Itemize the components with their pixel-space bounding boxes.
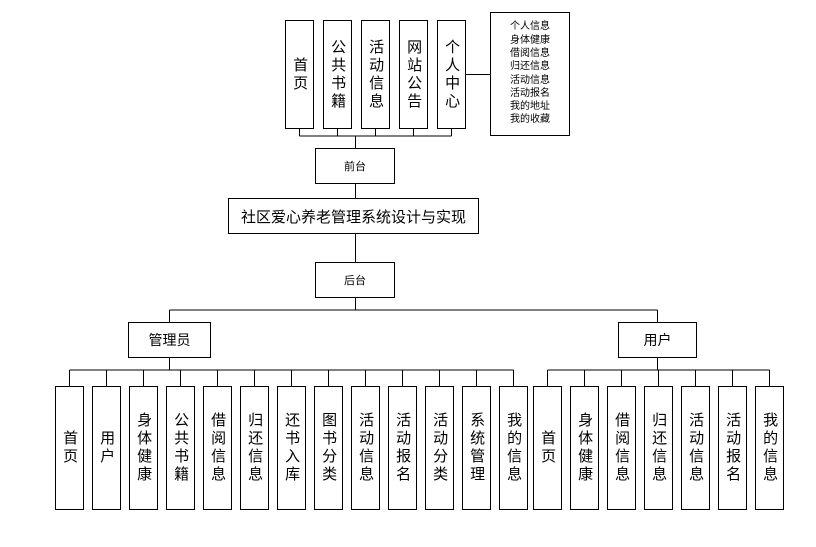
admin-module-box: 借阅信息 [203,386,232,510]
front-module-label: 公共书籍 [329,38,348,111]
front-module-box: 首页 [285,20,314,129]
admin-module-box: 活动信息 [351,386,380,510]
admin-module-box: 首页 [55,386,84,510]
front-module-box: 个人中心 [437,20,466,129]
admin-module-box: 身体健康 [129,386,158,510]
admin-module-label: 活动信息 [357,412,376,484]
personal-center-item: 个人信息 [510,21,550,33]
personal-center-list: 个人信息 身体健康 借阅信息 归还信息 活动信息 活动报名 我的地址 我的收藏 [490,12,570,136]
front-module-label: 个人中心 [443,38,462,111]
front-module-label: 网站公告 [405,38,424,111]
admin-module-box: 归还信息 [240,386,269,510]
user-module-label: 活动报名 [724,412,743,484]
personal-center-item: 借阅信息 [510,47,550,59]
user-module-box: 我的信息 [755,386,784,510]
personal-center-item: 身体健康 [510,34,550,46]
admin-module-box: 用户 [92,386,121,510]
admin-module-box: 公共书籍 [166,386,195,510]
user-node-label: 用户 [643,333,672,349]
admin-module-label: 首页 [61,430,80,466]
user-module-label: 身体健康 [576,412,595,484]
user-module-box: 归还信息 [644,386,673,510]
user-module-box: 借阅信息 [607,386,636,510]
admin-module-label: 公共书籍 [172,412,191,484]
front-module-box: 公共书籍 [323,20,352,129]
front-node: 前台 [315,148,395,184]
admin-module-box: 我的信息 [499,386,528,510]
user-module-label: 首页 [539,430,558,466]
admin-module-box: 还书入库 [277,386,306,510]
user-module-box: 身体健康 [570,386,599,510]
admin-module-label: 我的信息 [505,412,524,484]
personal-center-item: 活动信息 [510,74,550,86]
personal-center-item: 我的收藏 [510,114,550,126]
front-module-box: 活动信息 [361,20,390,129]
admin-node: 管理员 [128,322,211,358]
admin-module-label: 还书入库 [283,412,302,484]
personal-center-item: 我的地址 [510,101,550,113]
admin-module-box: 活动分类 [425,386,454,510]
user-module-label: 活动信息 [687,412,706,484]
system-title-label: 社区爱心养老管理系统设计与实现 [240,207,466,226]
admin-module-label: 图书分类 [320,412,339,484]
admin-module-box: 图书分类 [314,386,343,510]
personal-center-item: 活动报名 [510,87,550,99]
front-module-box: 网站公告 [399,20,428,129]
user-module-label: 归还信息 [650,412,669,484]
admin-module-label: 用户 [98,430,117,466]
front-node-label: 前台 [344,160,366,173]
back-node: 后台 [315,262,395,298]
admin-module-label: 系统管理 [468,412,487,484]
admin-node-label: 管理员 [148,333,191,349]
back-node-label: 后台 [344,274,366,287]
user-module-label: 我的信息 [761,412,780,484]
system-title-node: 社区爱心养老管理系统设计与实现 [228,198,479,234]
admin-module-box: 系统管理 [462,386,491,510]
admin-module-label: 借阅信息 [209,412,228,484]
personal-center-item: 归还信息 [510,61,550,73]
user-node: 用户 [618,322,697,358]
user-module-box: 首页 [533,386,562,510]
admin-module-label: 归还信息 [246,412,265,484]
user-module-box: 活动信息 [681,386,710,510]
user-module-label: 借阅信息 [613,412,632,484]
admin-module-label: 身体健康 [135,412,154,484]
front-module-label: 首页 [291,56,310,93]
front-module-label: 活动信息 [367,38,386,111]
admin-module-box: 活动报名 [388,386,417,510]
user-module-box: 活动报名 [718,386,747,510]
admin-module-label: 活动分类 [431,412,450,484]
admin-module-label: 活动报名 [394,412,413,484]
